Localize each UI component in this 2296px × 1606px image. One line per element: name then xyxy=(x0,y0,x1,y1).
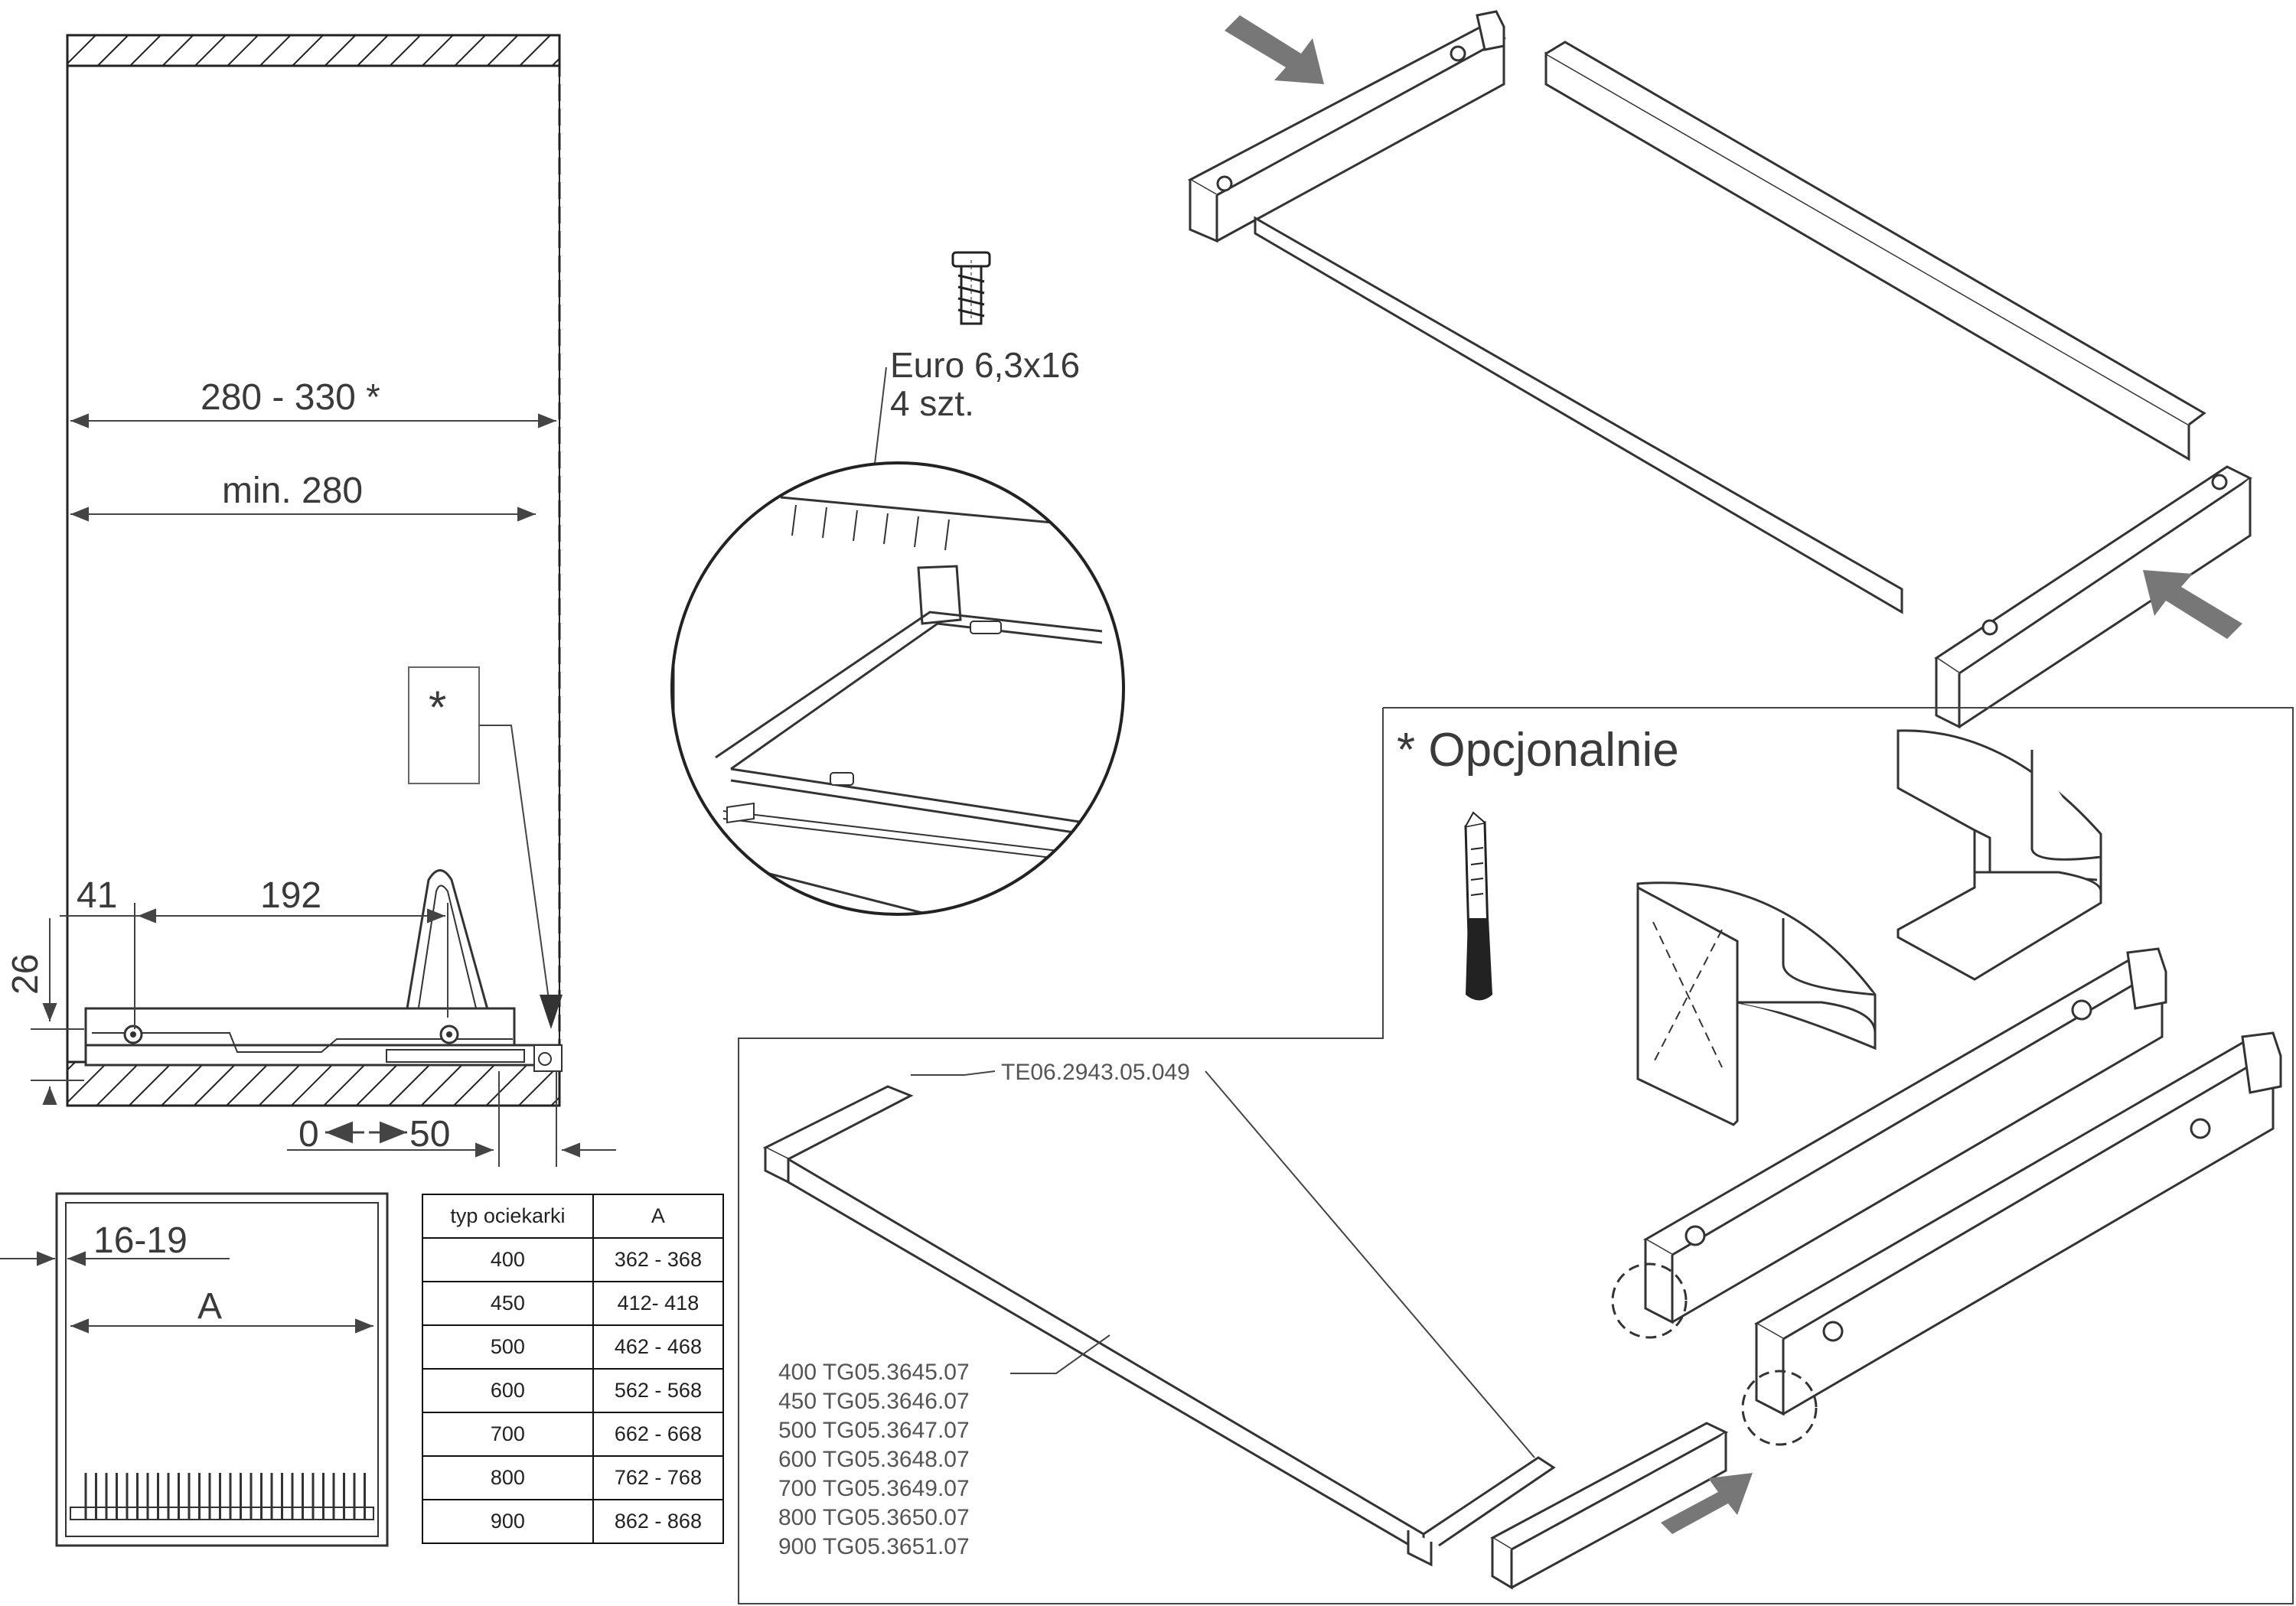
drainer-top-view xyxy=(0,1192,389,1547)
push-arrow-icon-2 xyxy=(1661,1473,1753,1534)
part-number-item: 600 TG05.3648.07 xyxy=(778,1447,970,1472)
dim-width-range: 280 - 330 * xyxy=(201,377,380,418)
side-rails-optional xyxy=(1489,947,2282,1590)
part-number-item: 400 TG05.3645.07 xyxy=(778,1360,970,1385)
part-number-item: 450 TG05.3646.07 xyxy=(778,1389,970,1414)
col-header-type: typ ociekarki xyxy=(422,1194,594,1239)
rail-leader xyxy=(911,1070,996,1076)
detail-circle xyxy=(670,461,1125,916)
rail-leader-end xyxy=(1205,1070,1535,1458)
table-cell: 862 - 868 xyxy=(592,1499,725,1544)
drainer-side-view xyxy=(84,869,563,1072)
dim-0: 0 xyxy=(298,1114,319,1155)
table-cell: 700 xyxy=(422,1412,594,1457)
table-cell: 900 xyxy=(422,1499,594,1544)
dim-50: 50 xyxy=(409,1114,451,1155)
push-arrow-icon xyxy=(1225,15,2242,639)
optional-frame xyxy=(738,707,2294,1604)
screw-name: Euro 6,3x16 xyxy=(890,345,1081,385)
dim-41: 41 xyxy=(77,875,118,916)
col-header-a: A xyxy=(592,1194,725,1239)
dim-192: 192 xyxy=(260,875,322,916)
knife-icon xyxy=(1464,811,1492,1001)
cabinet-elevation xyxy=(31,34,616,1167)
long-rail xyxy=(762,1085,1556,1567)
table-header-row: typ ociekarki A xyxy=(422,1194,725,1239)
screw-icon xyxy=(951,251,991,325)
table-cell: 362 - 368 xyxy=(592,1237,725,1282)
screw-label: Euro 6,3x16 4 szt. xyxy=(890,346,1080,422)
cut-detail-views xyxy=(1636,729,2102,1126)
table-cell: 800 xyxy=(422,1455,594,1500)
part-number-list: 400 TG05.3645.07 450 TG05.3646.07 500 TG… xyxy=(778,1358,970,1562)
table-cell: 450 xyxy=(422,1281,594,1326)
table-cell: 400 xyxy=(422,1237,594,1282)
dim-A: A xyxy=(197,1286,223,1327)
table-cell: 412- 418 xyxy=(592,1281,725,1326)
table-cell: 462 - 468 xyxy=(592,1324,725,1370)
dim-26: 26 xyxy=(5,953,46,995)
part-number-item: 900 TG05.3651.07 xyxy=(778,1534,970,1559)
partlist-leader xyxy=(1010,1334,1110,1374)
part-number-item: 700 TG05.3649.07 xyxy=(778,1476,970,1501)
dim-min-width: min. 280 xyxy=(222,471,364,511)
part-number-item: 800 TG05.3650.07 xyxy=(778,1505,970,1530)
part-number-item: 500 TG05.3647.07 xyxy=(778,1418,970,1443)
dim-16-19: 16-19 xyxy=(93,1220,188,1261)
table-cell: 562 - 568 xyxy=(592,1368,725,1413)
optional-marker: * xyxy=(429,682,447,733)
detail-circle-a xyxy=(1611,1262,1688,1339)
optional-title: * Opcjonalnie xyxy=(1397,724,1679,777)
table-cell: 600 xyxy=(422,1368,594,1413)
table-cell: 500 xyxy=(422,1324,594,1370)
table-cell: 662 - 668 xyxy=(592,1412,725,1457)
frame-exploded-view xyxy=(1187,10,2252,729)
rail-part-number: TE06.2943.05.049 xyxy=(1001,1060,1190,1085)
detail-circle-b xyxy=(1741,1370,1818,1446)
table-cell: 762 - 768 xyxy=(592,1455,725,1500)
screw-qty: 4 szt. xyxy=(890,383,974,423)
